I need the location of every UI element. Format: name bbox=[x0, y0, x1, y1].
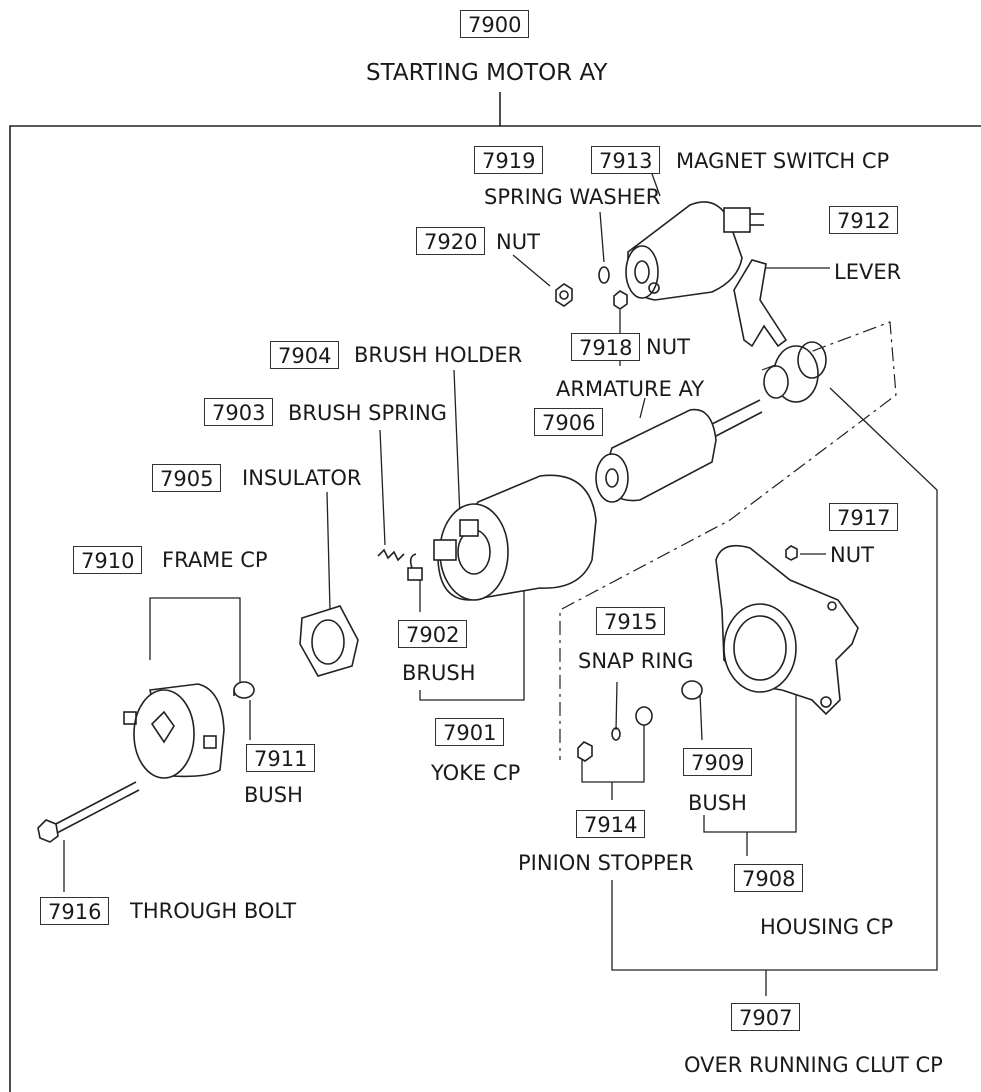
part-number-7912: 7912 bbox=[829, 206, 899, 234]
part-name-7902: BRUSH bbox=[402, 661, 476, 685]
part-name-7917: NUT bbox=[830, 543, 874, 567]
pinion-gear-drawing bbox=[763, 341, 827, 403]
part-name-7914: PINION STOPPER bbox=[518, 851, 694, 875]
part-name-7910: FRAME CP bbox=[162, 548, 268, 572]
assembly-part-number: 7900 bbox=[460, 10, 530, 38]
part-number-7909: 7909 bbox=[683, 748, 753, 776]
brush-parts-drawing bbox=[378, 550, 423, 581]
part-number-7904: 7904 bbox=[270, 341, 340, 369]
part-name-7915: SNAP RING bbox=[578, 649, 694, 673]
part-number-7915: 7915 bbox=[596, 607, 666, 635]
part-number-7911: 7911 bbox=[246, 744, 316, 772]
part-number-7914: 7914 bbox=[576, 810, 646, 838]
part-number-7906: 7906 bbox=[534, 408, 604, 436]
frame-drawing bbox=[123, 684, 224, 779]
part-name-7920: NUT bbox=[496, 230, 540, 254]
part-name-7906: ARMATURE AY bbox=[556, 377, 705, 401]
assembly-frame-line bbox=[10, 126, 981, 1092]
part-name-7907: OVER RUNNING CLUT CP bbox=[684, 1053, 943, 1077]
part-number-7913: 7913 bbox=[591, 146, 661, 174]
part-number-7907: 7907 bbox=[731, 1003, 801, 1031]
switch-nuts-drawing bbox=[555, 266, 628, 310]
part-name-7913: MAGNET SWITCH CP bbox=[676, 149, 890, 173]
part-name-7918: NUT bbox=[646, 335, 690, 359]
part-number-7901: 7901 bbox=[435, 718, 505, 746]
insulator-drawing bbox=[300, 606, 358, 676]
part-number-7905: 7905 bbox=[152, 464, 222, 492]
part-name-7901: YOKE CP bbox=[431, 761, 521, 785]
housing-nut-drawing bbox=[785, 545, 798, 561]
part-name-7905: INSULATOR bbox=[242, 466, 362, 490]
yoke-drawing bbox=[433, 475, 596, 600]
clutch-group-dashed-outline bbox=[560, 322, 896, 760]
stopper-parts-drawing bbox=[577, 706, 653, 762]
magnet-switch-drawing bbox=[625, 202, 764, 300]
part-number-7918: 7918 bbox=[571, 333, 641, 361]
part-number-7920: 7920 bbox=[416, 227, 486, 255]
part-name-7909: BUSH bbox=[688, 791, 747, 815]
part-number-7903: 7903 bbox=[204, 398, 274, 426]
part-number-7917: 7917 bbox=[829, 503, 899, 531]
part-name-7911: BUSH bbox=[244, 783, 303, 807]
part-number-7908: 7908 bbox=[734, 864, 804, 892]
assembly-part-name: STARTING MOTOR AY bbox=[366, 60, 608, 86]
part-name-7904: BRUSH HOLDER bbox=[354, 343, 523, 367]
housing-drawing bbox=[716, 546, 858, 714]
part-name-7916: THROUGH BOLT bbox=[130, 899, 297, 923]
lever-drawing bbox=[734, 260, 786, 346]
part-name-7919: SPRING WASHER bbox=[484, 185, 661, 209]
through-bolt-drawing bbox=[37, 782, 139, 843]
part-name-7908: HOUSING CP bbox=[760, 915, 894, 939]
armature-drawing bbox=[595, 400, 762, 503]
part-number-7916: 7916 bbox=[40, 897, 110, 925]
frame-bush-drawing bbox=[233, 681, 255, 699]
part-name-7912: LEVER bbox=[834, 260, 902, 284]
part-number-7902: 7902 bbox=[398, 620, 468, 648]
part-number-7919: 7919 bbox=[474, 146, 544, 174]
part-name-7903: BRUSH SPRING bbox=[288, 401, 447, 425]
part-number-7910: 7910 bbox=[73, 546, 143, 574]
housing-bush-drawing bbox=[681, 680, 703, 700]
